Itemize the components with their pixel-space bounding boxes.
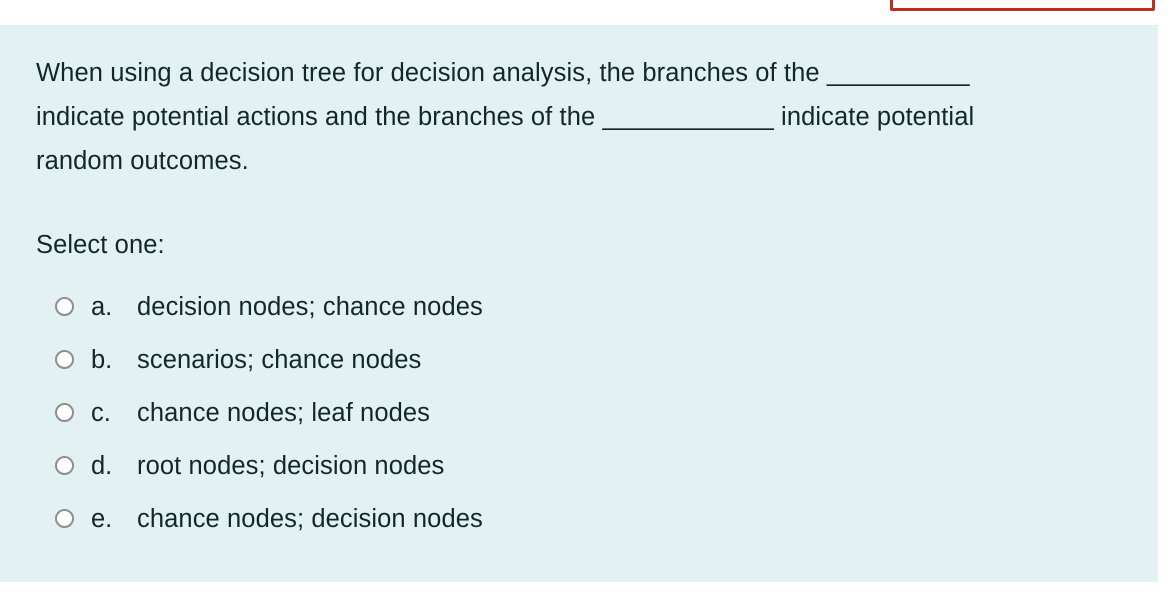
answer-option-e[interactable]: e. chance nodes; decision nodes [36, 492, 1158, 545]
select-one-label: Select one: [36, 231, 165, 259]
answer-option-a[interactable]: a. decision nodes; chance nodes [36, 280, 1158, 333]
top-white-strip [0, 0, 1174, 25]
radio-button-c[interactable] [55, 403, 74, 422]
radio-button-b[interactable] [55, 350, 74, 369]
answer-option-c[interactable]: c. chance nodes; leaf nodes [36, 386, 1158, 439]
answer-text-a: decision nodes; chance nodes [137, 292, 483, 321]
answer-letter-a: a. [91, 292, 113, 321]
answer-text-d: root nodes; decision nodes [137, 451, 445, 480]
question-text: When using a decision tree for decision … [36, 59, 982, 175]
answer-text-c: chance nodes; leaf nodes [137, 398, 431, 427]
answer-option-d[interactable]: d. root nodes; decision nodes [36, 439, 1158, 492]
answer-letter-e: e. [91, 504, 113, 533]
answer-option-b[interactable]: b. scenarios; chance nodes [36, 333, 1158, 386]
answer-text-e: chance nodes; decision nodes [137, 504, 483, 533]
answer-options-list: a. decision nodes; chance nodes b. scena… [36, 280, 1158, 545]
radio-button-d[interactable] [55, 456, 74, 475]
radio-button-a[interactable] [55, 297, 74, 316]
question-panel: When using a decision tree for decision … [0, 25, 1158, 582]
radio-button-e[interactable] [55, 509, 74, 528]
answer-text-b: scenarios; chance nodes [137, 345, 422, 374]
answer-letter-d: d. [91, 451, 113, 480]
answer-letter-c: c. [91, 398, 111, 427]
answer-letter-b: b. [91, 345, 113, 374]
highlighted-answer-box[interactable] [890, 0, 1155, 11]
